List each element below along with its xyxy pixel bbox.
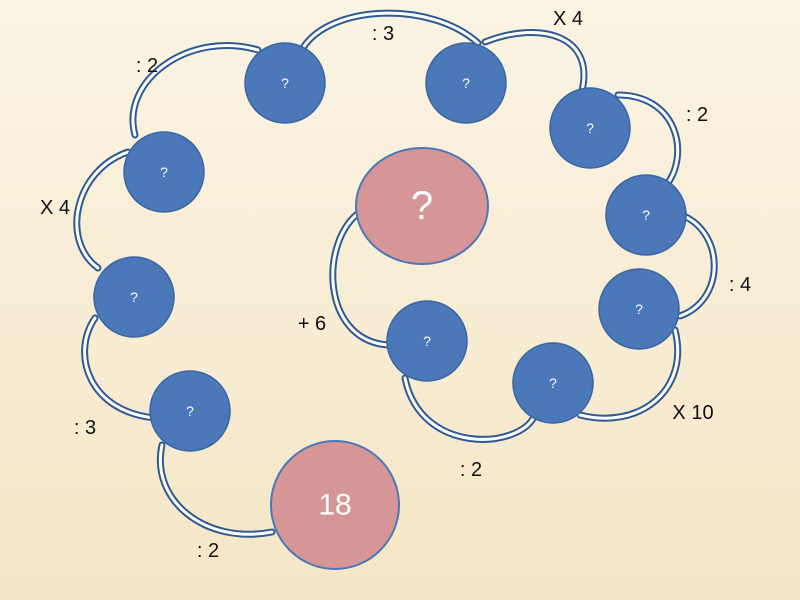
op-label-5: : 3 [372,23,394,45]
start-node: 18 [270,440,400,570]
node-9: ? [512,342,594,424]
node-3-label: ? [160,164,168,180]
node-2: ? [93,256,175,338]
node-6-label: ? [586,120,594,136]
final-node: ? [355,147,489,265]
connector-7-to-8 [676,212,718,320]
node-9-label: ? [549,375,557,391]
node-3: ? [123,131,205,213]
op-label-6: X 4 [553,8,583,30]
node-5-label: ? [462,75,470,91]
node-2-label: ? [130,289,138,305]
connector-8-to-9 [576,326,682,422]
node-6: ? [549,87,631,169]
node-7-label: ? [642,207,650,223]
node-8-label: ? [635,301,643,317]
node-1-label: ? [186,403,194,419]
op-label-7: : 2 [686,104,708,126]
node-7: ? [605,174,687,256]
op-label-9: X 10 [672,402,713,424]
connector-2-to-3 [73,148,132,272]
op-label-2: : 3 [74,417,96,439]
op-label-4: : 2 [136,55,158,77]
node-10-label: ? [423,333,431,349]
node-5: ? [425,42,507,124]
node-1: ? [149,370,231,452]
connector-3-to-4 [129,42,262,139]
op-label-8: : 4 [729,274,751,296]
op-label-3: X 4 [40,197,70,219]
node-4-label: ? [281,75,289,91]
connector-start-to-1 [156,441,276,538]
node-4: ? [244,42,326,124]
connector-4-to-5 [299,9,482,52]
connector-5-to-6 [481,28,588,102]
connector-10-to-final [329,208,392,349]
connectors [73,9,718,538]
op-label-11: + 6 [298,313,326,335]
operation-labels: : 2 : 3 X 4 : 2 : 3 X 4 : 2 : 4 X 10 : 2… [40,8,751,562]
op-label-10: : 2 [460,459,482,481]
start-node-label: 18 [318,489,351,522]
connector-9-to-10 [401,374,539,443]
node-10: ? [386,300,468,382]
connector-1-to-2 [81,314,159,422]
node-8: ? [598,268,680,350]
final-node-label: ? [411,184,433,228]
connector-6-to-7 [614,91,682,187]
op-label-1: : 2 [197,540,219,562]
